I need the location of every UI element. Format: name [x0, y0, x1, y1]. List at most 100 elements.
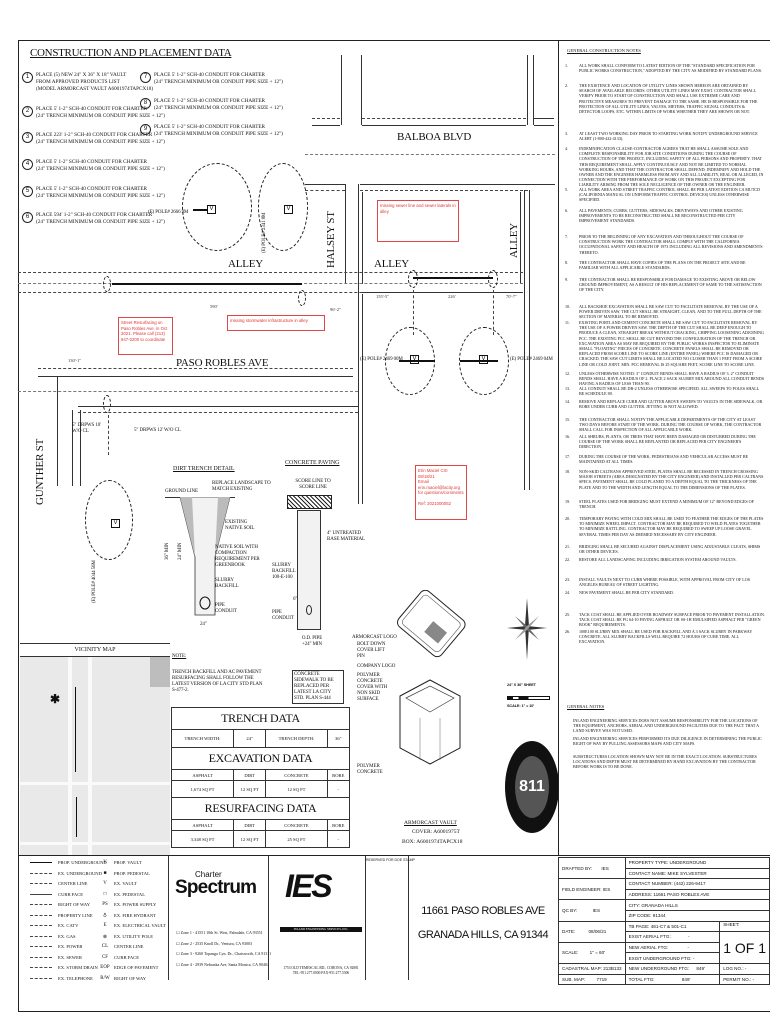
general-note-item: 13.ALL CONDUIT SHALL BE DB-2 UNLESS OTHE… — [565, 386, 760, 397]
dimension: 590' — [210, 304, 218, 309]
callout-9-icon: 9 — [140, 124, 151, 135]
general-note-item: 6.ALL PAVEMENTS, CURBS, GUTTERS, SIDEWAL… — [565, 208, 743, 224]
legend-line-item: EX. STORM DRAIN — [30, 965, 98, 970]
general-note-item: 10.ALL BACKHOE EXCAVATION SHALL BE SAW C… — [565, 304, 762, 320]
legend-line-item: PROP. UNDERGROUND — [30, 860, 107, 865]
legend-symbol-icon: EOP — [100, 965, 110, 970]
title-block-divider — [18, 855, 770, 856]
north-arrow-icon — [507, 598, 547, 660]
callout-2-icon: 2 — [22, 106, 33, 117]
legend-symbol-icon: CF — [101, 954, 109, 960]
placement-item-6: 6 PLACE 594' 1-2" SCH-40 CONDUIT FOR CHA… — [22, 212, 165, 226]
dimension: 226' — [448, 294, 456, 299]
street-label-alley-east: ALLEY — [374, 258, 410, 270]
scale-label: SCALE: 1" = 10' — [507, 704, 535, 708]
date: DATE: 08/06/21 — [558, 920, 626, 943]
line-style-swatch-icon — [30, 977, 52, 979]
log-no: LOG NO.: - — [719, 962, 770, 975]
placement-item-3: 3 PLACE 223' 1-2" SCH-40 CONDUIT FOR CHA… — [22, 132, 165, 146]
line-style-swatch-icon — [30, 946, 52, 947]
permit-no: PERMIT NO.: - — [719, 973, 770, 986]
general-note-item: 2.THE EXISTENCE AND LOCATION OF UTILITY … — [565, 83, 758, 115]
slurry-column — [297, 510, 321, 630]
line-style-swatch-icon — [30, 893, 52, 895]
pole-label: (E) POLE# 2341 8M — [262, 212, 267, 253]
general-note-item: 22.RESTORE ALL LANDSCAPING INCLUDING IRR… — [565, 557, 737, 562]
general-note-item: 11.EXISTING PORTLAND CEMENT CONCRETE SHA… — [565, 320, 765, 367]
legend-line-item: CENTER LINE — [30, 881, 87, 886]
street-label-alley-vertical: ALLEY — [508, 222, 520, 258]
general-note-item: 14.REMOVE AND REPLACE CURB AND GUTTER AB… — [565, 399, 763, 410]
zone-item: ☐ Zone 1 - 41551 10th St. West, Palmdale… — [176, 930, 263, 935]
new-aerial: NEW AERIAL FTG: - — [624, 941, 721, 954]
legend-line-item: EX. UNDERGROUND — [30, 871, 102, 876]
pole-label: (E) POLE# 2469 00M — [360, 357, 403, 362]
legend-symbol-item: □EX. PEDESTAL — [96, 892, 145, 897]
vault-icon: V — [111, 519, 120, 528]
redline-note-resurfacing: Street Resurfacing on Paso Robles Ave. i… — [118, 317, 173, 355]
general-note-item: 17.DURING THE COURSE OF THE WORK, PEDEST… — [565, 454, 749, 465]
field-engineer: FIELD ENGINEER: IES — [558, 878, 626, 901]
general-note-item: 16.ALL SHRUBS, PLANTS, OR TREES THAT HAV… — [565, 434, 756, 450]
zone-item: ☐ Zone 4 - 2939 Nebraska Ave, Santa Moni… — [176, 961, 269, 967]
callout-3-icon: 3 — [22, 132, 33, 143]
callout-8-icon: 8 — [140, 98, 151, 109]
legend-symbol-icon: R/W — [100, 975, 110, 981]
qc-by: QC BY: IES — [558, 899, 626, 922]
line-style-swatch-icon — [30, 956, 52, 958]
general-note-item: 25.TACK COAT SHALL BE APPLIED OVER ROADW… — [565, 612, 765, 628]
legend-symbol-icon: ■ — [103, 870, 107, 876]
note-text: TRENCH BACKFILL AND AC PAVEMENT RESURFAC… — [172, 670, 263, 693]
construction-placement-title: CONSTRUCTION AND PLACEMENT DATA — [30, 47, 232, 59]
scale-bar — [507, 696, 550, 700]
site-marker-icon: ✱ — [50, 692, 61, 706]
zone-item: ☐ Zone 3 - 9260 Topanga Cyn. Dr., Chatsw… — [176, 951, 272, 956]
pole-label: (E) POLE# 2666 9M — [148, 210, 189, 215]
line-style-swatch-icon — [30, 862, 52, 863]
callout-1-icon: 1 — [22, 72, 33, 83]
redline-note-stormwater: missing stormwater infrastructure in all… — [227, 315, 325, 331]
ies-logo: IES — [285, 868, 333, 904]
legend-symbol-icon: ⊗ — [102, 934, 108, 940]
spectrum-logo: Spectrum — [175, 877, 257, 898]
general-note-item: 4.INDEMNIFICATION CLAUSE-CONTRACTOR AGRE… — [565, 146, 764, 188]
general-note-item: 7.PRIOR TO THE BEGINNING OF ANY EXCAVATI… — [565, 234, 763, 255]
vault-cover-icon — [397, 590, 466, 658]
legend-symbol-icon: ♁ — [103, 913, 107, 919]
legend-symbol-icon: E — [103, 923, 107, 928]
legend-line-item: EX. SEWER — [30, 955, 82, 960]
new-underground: NEW UNDERGROUND FTG: 849' — [624, 962, 721, 975]
legend: PROP. UNDERGROUND EX. UNDERGROUND CENTER L… — [18, 856, 168, 1012]
callout-5-icon: 5 — [22, 186, 33, 197]
trench-section-icon — [180, 497, 230, 616]
legend-line-item: PROPERTY LINE — [30, 913, 93, 918]
drawing-sheet — [18, 40, 770, 1012]
sidewalk-note: CONCRETE SIDEWALK TO BE REPLACED PER LAT… — [292, 670, 344, 704]
placement-item-2: 2 PLACE 5' 1-2" SCH-40 CONDUIT FOR CHART… — [22, 106, 165, 120]
street-label-alley-west: ALLEY — [228, 258, 264, 270]
callout-7-icon: 7 — [140, 72, 151, 83]
general-note-item: 18.NON-SKID CALTRANS APPROVED STEEL PLAT… — [565, 469, 764, 490]
scale: SCALE: 1" = 60' — [558, 941, 626, 964]
pole-label: (E) POLE# 4044 56M — [92, 560, 97, 603]
vicinity-map[interactable]: ✱ — [20, 656, 170, 856]
legend-symbol-icon: CL — [101, 944, 109, 949]
dimension: 70'-7" — [506, 294, 517, 299]
project-address-line1: 11661 PASO ROBLES AVE — [421, 905, 545, 917]
line-style-swatch-icon — [30, 914, 52, 916]
line-style-swatch-icon — [30, 872, 52, 874]
general-note-item: 21.BRIDGING SHALL BE SECURED AGAINST DIS… — [565, 544, 761, 555]
legend-line-item: EX. GAS — [30, 934, 76, 939]
sheet-number: 1 OF 1 — [719, 931, 770, 964]
general-note-item: 24.NEW PAVEMENT SHALL BE PER CITY STANDA… — [565, 590, 674, 595]
general-notes-panel: GENERAL CONSTRUCTION NOTES 1.ALL WORK SH… — [558, 40, 770, 855]
street-label-gunther: GUNTHER ST — [34, 438, 46, 505]
redline-note-sewer: missing sewer line and sewer laterals in… — [377, 200, 459, 242]
zone-item: ☐ Zone 2 - 2535 Knoll Dr., Ventura, CA 9… — [176, 940, 252, 946]
general-note-item: 23.INSTALL VAULTS NEXT TO CURB WHERE POS… — [565, 577, 750, 588]
